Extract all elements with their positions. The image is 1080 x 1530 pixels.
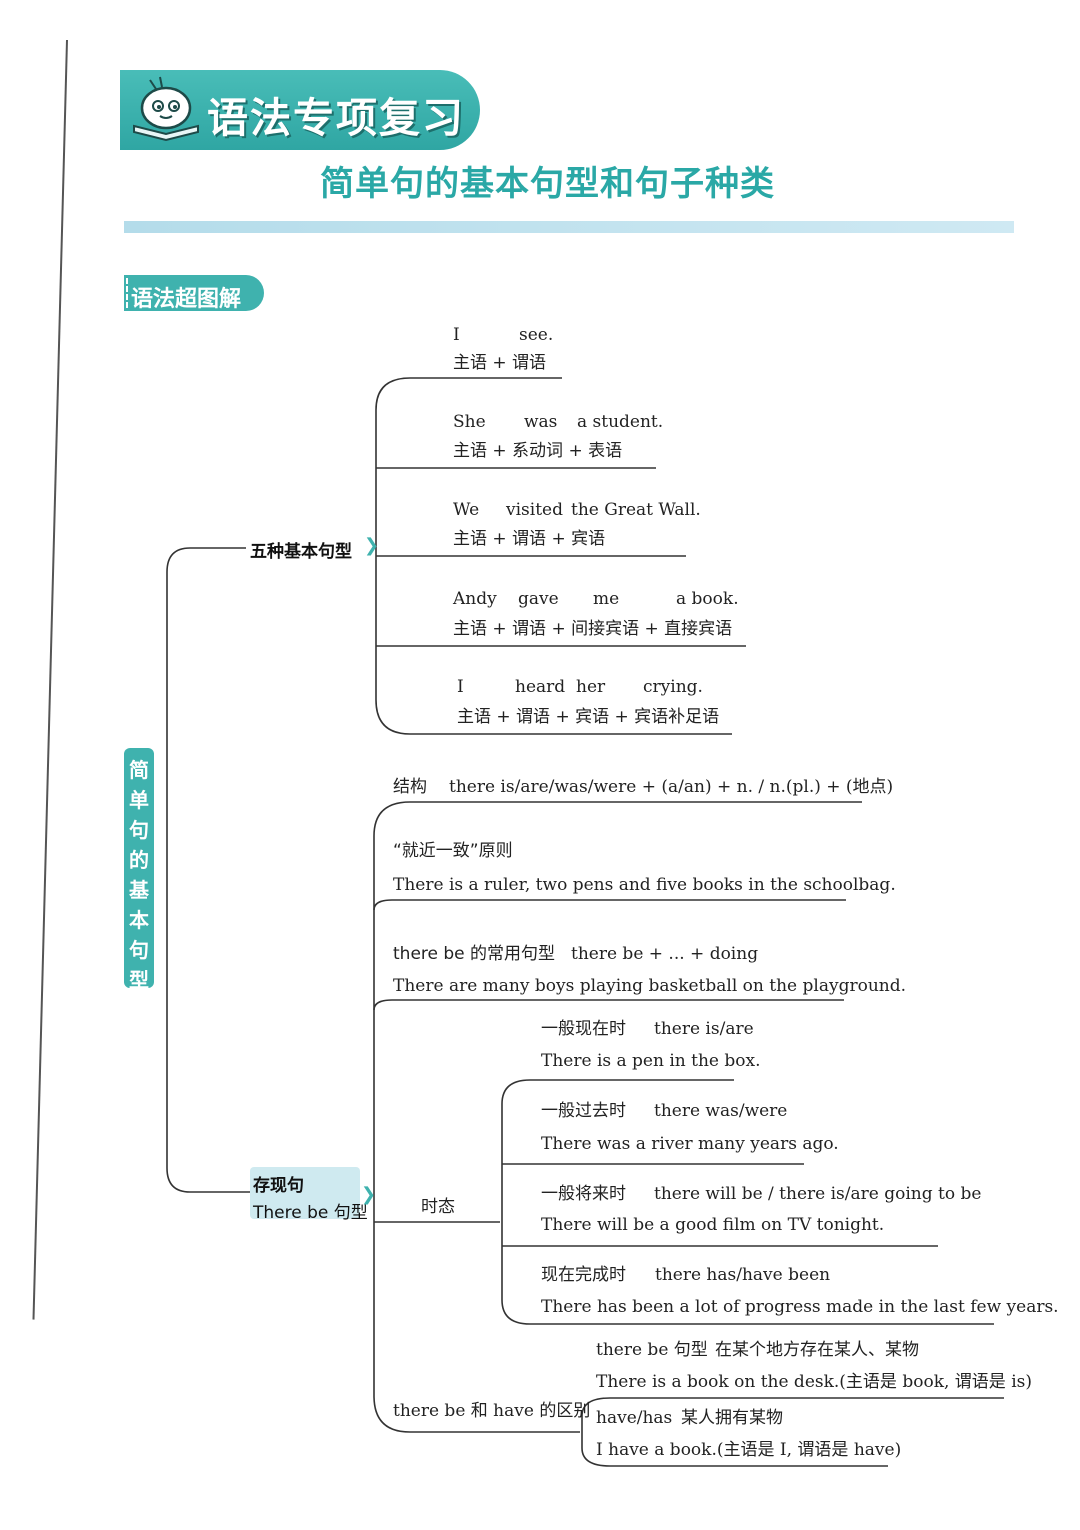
pattern-formula: 主语 + 谓语 + 宾语 [453,529,606,549]
difference-name: there be 句型 [596,1340,708,1360]
difference-desc: 在某个地方存在某人、某物 [715,1340,919,1360]
root-char: 句 [129,818,149,842]
proximity-example: There is a ruler, two pens and five book… [393,875,896,895]
pattern-word: visited [506,500,563,520]
difference-desc: 某人拥有某物 [681,1408,783,1428]
tense-form: there was/were [654,1101,788,1121]
difference-label: there be 和 have 的区别 [393,1401,591,1421]
tense-name: 一般现在时 [541,1019,626,1039]
common-title: there be 的常用句型 [393,944,556,964]
proximity-title: “就近一致”原则 [393,841,513,861]
existential-label: 存现句 [253,1176,304,1196]
tense-example: There was a river many years ago. [541,1134,839,1154]
tense-example: There has been a lot of progress made in… [541,1297,1059,1317]
pattern-word: see. [519,325,554,345]
pattern-word: was [524,412,558,432]
root-char: 的 [129,848,149,872]
tense-label: 时态 [421,1197,455,1217]
structure-key: 结构 [393,777,427,797]
section-tag-stripe [126,278,131,308]
root-char: 单 [129,788,149,812]
pattern-word: She [453,412,486,432]
chevron-right-icon: ❯ [364,535,380,556]
tense-form: there is/are [654,1019,754,1039]
tense-form: there has/have been [655,1265,831,1285]
root-char: 基 [129,878,149,902]
chevron-right-icon: ❯ [361,1184,377,1205]
difference-example: There is a book on the desk.(主语是 book, 谓… [596,1372,1032,1392]
common-formula: there be + ... + doing [571,944,759,964]
mascot-icon [133,76,199,142]
page-subtitle: 简单句的基本句型和句子种类 [320,164,775,204]
header-divider [124,221,1014,233]
pattern-word: me [593,589,620,609]
tense-form: there will be / there is/are going to be [654,1184,982,1204]
pattern-word: I [453,325,460,345]
pattern-word: her [576,677,606,697]
root-char: 简 [129,758,149,782]
tense-name: 一般过去时 [541,1101,626,1121]
pattern-word: a book. [676,589,739,609]
root-char: 句 [129,938,149,962]
structure-formula: there is/are/was/were + (a/an) + n. / n.… [449,777,894,797]
pattern-formula: 主语 + 谓语 [453,353,547,373]
pattern-word: We [453,500,480,520]
existential-sublabel: There be 句型 [253,1203,368,1223]
root-char: 本 [129,908,149,932]
root-char: 型 [129,968,149,992]
banner-title: 语法专项复习 [207,94,465,142]
tense-example: There will be a good film on TV tonight. [541,1215,885,1235]
pattern-word: gave [518,589,559,609]
pattern-formula: 主语 + 谓语 + 间接宾语 + 直接宾语 [453,619,733,639]
pattern-word: heard [515,677,566,697]
difference-name: have/has [596,1408,673,1428]
common-example: There are many boys playing basketball o… [393,976,907,996]
pattern-word: I [457,677,464,697]
tense-name: 一般将来时 [541,1184,626,1204]
root-node [124,748,154,988]
section-tag [124,275,264,311]
difference-example: I have a book.(主语是 I, 谓语是 have) [596,1440,902,1460]
pattern-formula: 主语 + 谓语 + 宾语 + 宾语补足语 [457,707,720,727]
five-patterns-label: 五种基本句型 [250,542,352,562]
pattern-word: Andy [453,589,497,609]
tense-name: 现在完成时 [541,1265,626,1285]
pattern-formula: 主语 + 系动词 + 表语 [453,441,623,461]
tense-example: There is a pen in the box. [541,1051,761,1071]
existential-node [250,1167,360,1219]
pattern-word: the Great Wall. [571,500,701,520]
section-tag-label: 语法超图解 [131,287,242,312]
pattern-word: crying. [643,677,703,697]
pattern-word: a student. [577,412,664,432]
